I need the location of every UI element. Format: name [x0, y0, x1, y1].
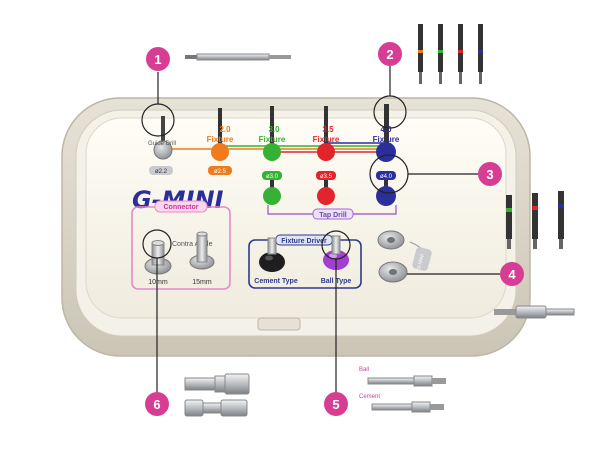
fixture-drill-3-5: 3.5 Fixture ø3.5	[313, 106, 340, 205]
loose-connectors	[184, 373, 250, 417]
extension-driver	[494, 305, 575, 319]
long-guide-drill	[185, 53, 291, 61]
svg-text:5: 5	[332, 397, 339, 412]
green-size-label: ø3.0	[266, 174, 279, 180]
callout-5[interactable]: 5	[324, 392, 348, 416]
ball-label: Ball	[359, 367, 369, 373]
contra-angle-label: Contra Angle	[172, 241, 213, 248]
svg-text:6: 6	[153, 397, 160, 412]
red-size-label: ø3.5	[320, 174, 333, 180]
f3-title: 3.0	[268, 125, 280, 134]
guide-size-label: ø2.2	[155, 169, 168, 175]
gray-caps: S-MINI	[377, 230, 432, 283]
fixture-driver-label: Fixture Driver	[281, 238, 327, 245]
svg-text:3: 3	[486, 167, 493, 182]
connector-label: Connector	[164, 204, 199, 211]
connector-frame: Connector Contra Angle 10mm 15mm	[131, 200, 231, 290]
guide-drill-label: Guide Drill	[148, 141, 176, 147]
fixture-drill-2-0: 2.0 Fixture ø2.5	[207, 108, 234, 175]
callouts: 1 2 3 4 5 6	[145, 42, 524, 416]
callout-3[interactable]: 3	[478, 162, 502, 186]
fixture-drill-4-0: 4.0 Fixture ø4.0	[373, 104, 400, 206]
callout-2[interactable]: 2	[378, 42, 402, 66]
fixture-drill-set	[418, 24, 483, 84]
f3-title-word: Fixture	[259, 135, 286, 144]
callout-1[interactable]: 1	[146, 47, 170, 71]
f5-title: 4.0	[380, 125, 392, 134]
f2-size-label: ø2.5	[214, 169, 227, 175]
f5-title-word: Fixture	[373, 135, 400, 144]
conn-15mm-label: 15mm	[192, 279, 212, 286]
guide-drill: Guide Drill ø2.2	[148, 116, 176, 175]
fixture-drill-3-0: 3.0 Fixture ø3.0	[259, 106, 286, 205]
tap-drill-set	[506, 191, 564, 249]
blue-size-label: ø4.0	[380, 174, 393, 180]
tap-drill-label: Tap Drill	[319, 212, 347, 219]
tap-drill-frame: Tap Drill	[267, 205, 397, 220]
f2-title: 2.0	[219, 125, 231, 134]
side-tag: S-MINI	[416, 253, 426, 270]
svg-text:2: 2	[386, 47, 393, 62]
cement-type-label: Cement Type	[254, 278, 298, 285]
f4-title-word: Fixture	[313, 135, 340, 144]
cement-label: Cement	[359, 394, 380, 400]
svg-text:1: 1	[154, 52, 161, 67]
f4-title: 3.5	[322, 125, 334, 134]
loose-fixture-drivers: Ball Cement	[359, 367, 446, 413]
callout-4[interactable]: 4	[500, 262, 524, 286]
conn-10mm-label: 10mm	[148, 279, 168, 286]
f2-title-word: Fixture	[207, 135, 234, 144]
callout-6[interactable]: 6	[145, 392, 169, 416]
callout-connectors	[141, 66, 500, 392]
svg-text:4: 4	[508, 267, 516, 282]
